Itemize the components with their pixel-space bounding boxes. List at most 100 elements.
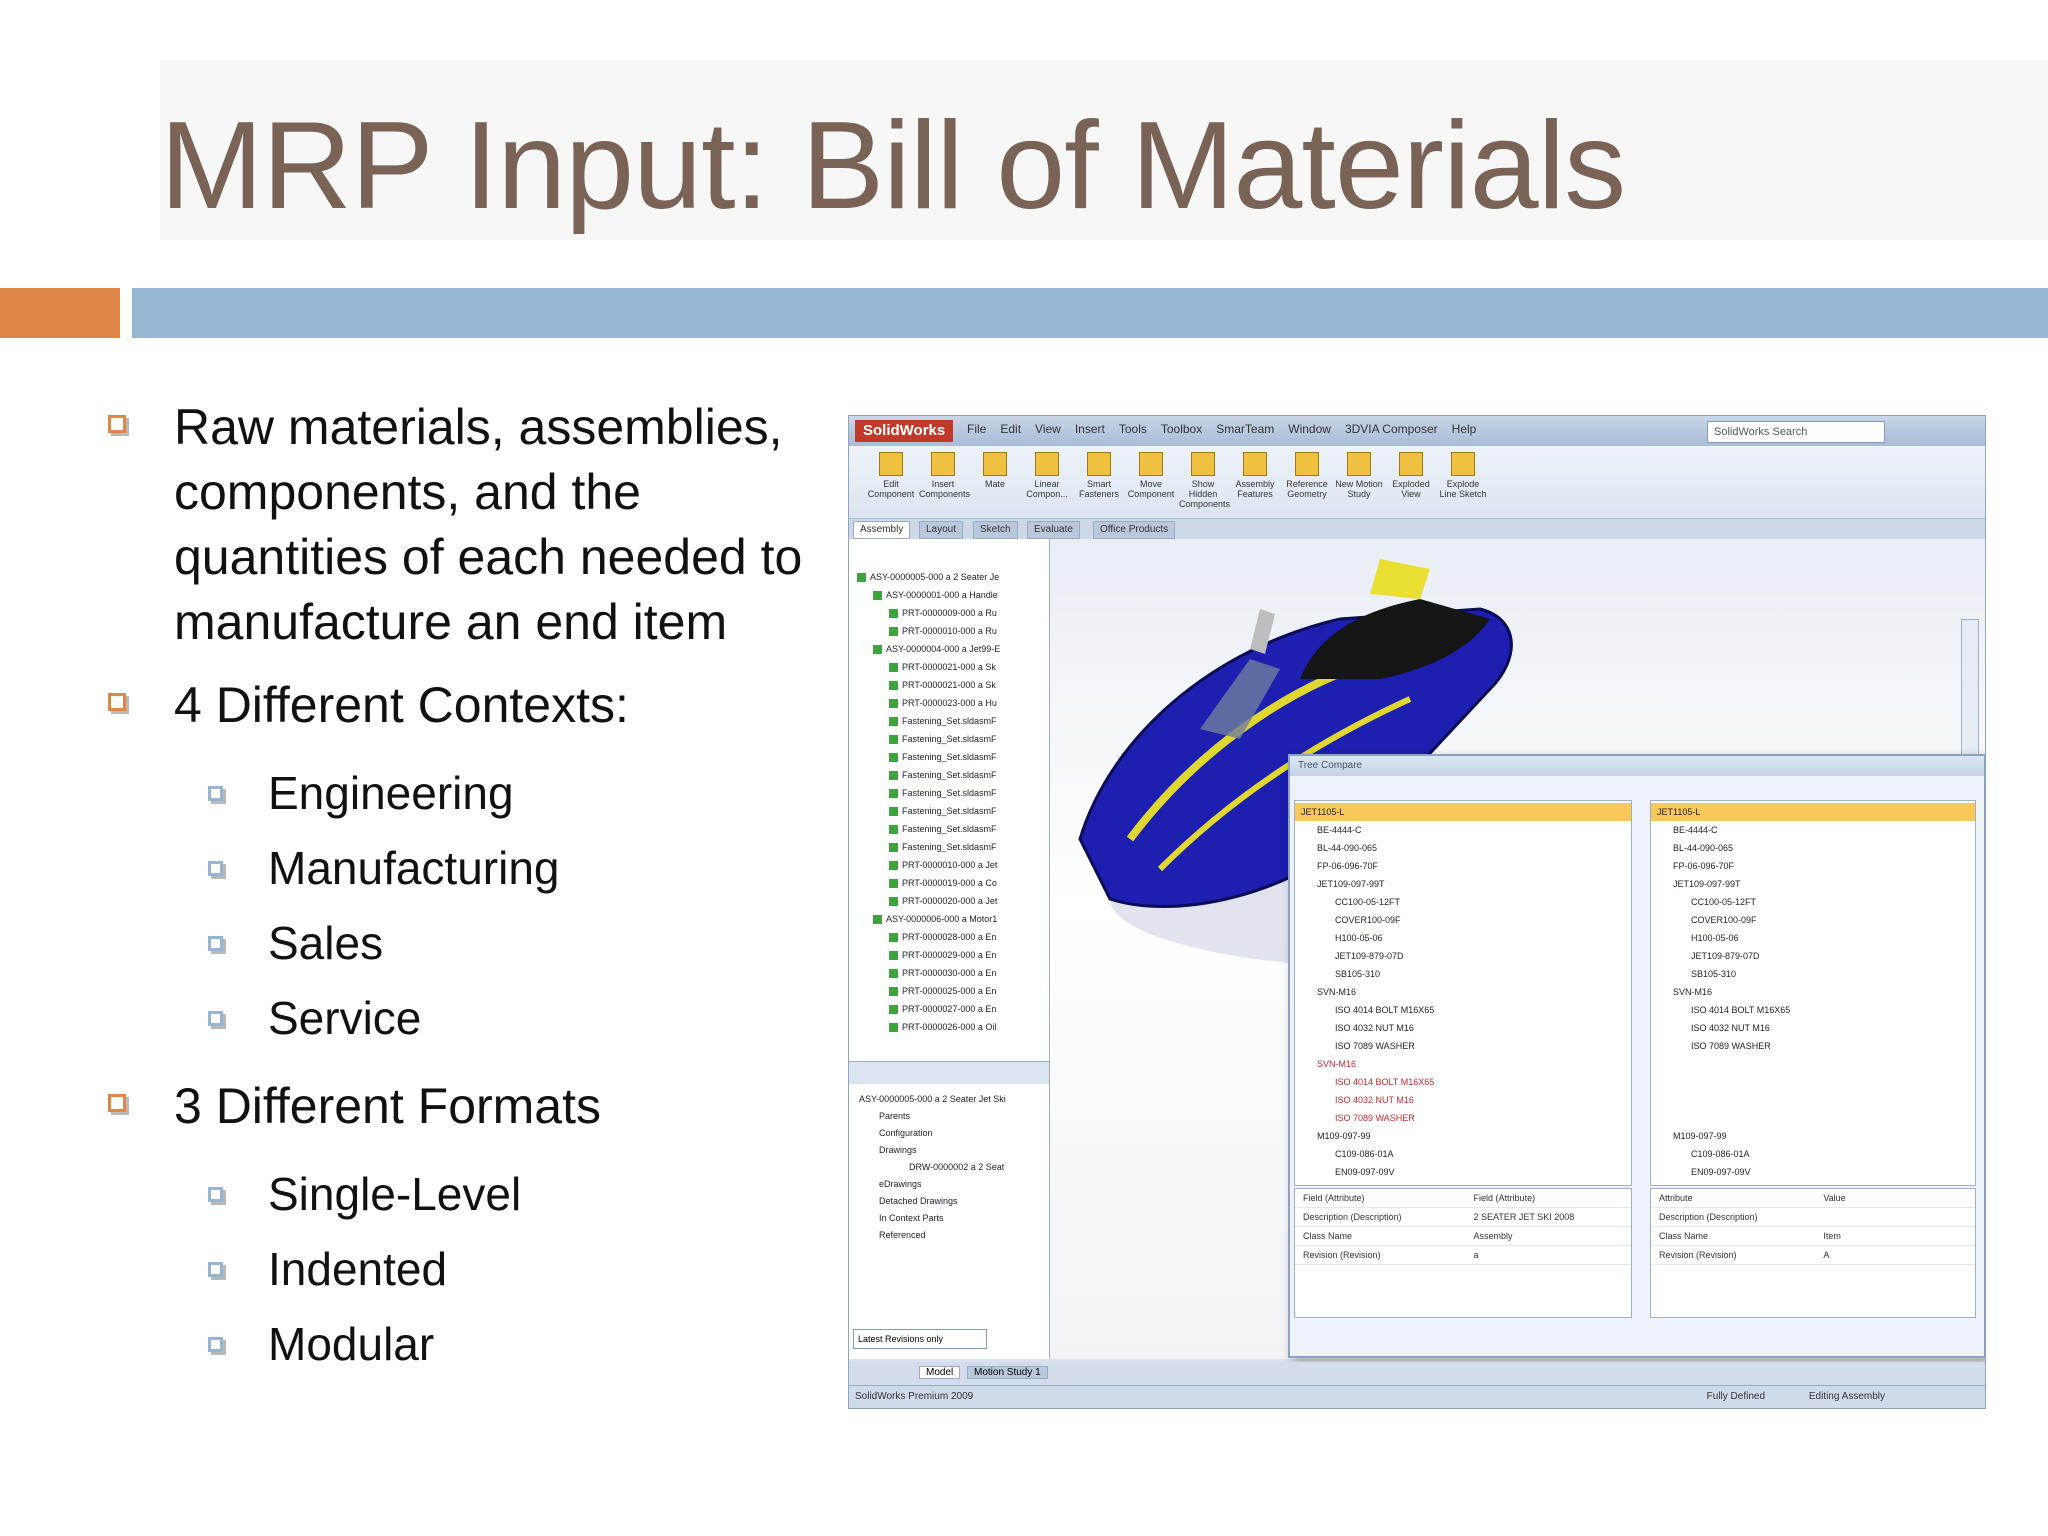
compare-row[interactable]: FP-06-096-70F [1673,861,1735,871]
tree-row[interactable]: Fastening_Set.sldasmF [889,731,997,748]
ribbon-button[interactable]: Smart Fasteners [1075,452,1123,514]
tree-row[interactable]: PRT-0000025-000 a En [889,983,996,1000]
tree-row[interactable]: PRT-0000019-000 a Co [889,875,997,892]
tree-row[interactable]: PRT-0000023-000 a Hu [889,695,997,712]
tab-sketch[interactable]: Sketch [973,521,1018,539]
compare-row[interactable]: BL-44-090-065 [1673,843,1734,853]
tab-evaluate[interactable]: Evaluate [1027,521,1080,539]
ribbon-button[interactable]: Reference Geometry [1283,452,1331,514]
tree-row[interactable]: Fastening_Set.sldasmF [889,749,997,766]
compare-row[interactable]: CC100-05-12FT [1335,897,1401,907]
tree-row[interactable]: Detached Drawings [879,1196,958,1206]
menu-item[interactable]: Help [1451,422,1477,436]
ribbon-button[interactable]: Assembly Features [1231,452,1279,514]
compare-row[interactable]: JET1105-L [1295,803,1631,821]
ribbon-button[interactable]: Linear Compon... [1023,452,1071,514]
tree-row[interactable]: ASY-0000005-000 a 2 Seater Je [857,569,999,586]
tab-motion-study[interactable]: Motion Study 1 [967,1366,1048,1379]
tree-row[interactable]: PRT-0000021-000 a Sk [889,659,996,676]
tree-row[interactable]: Configuration [879,1128,933,1138]
tab-layout[interactable]: Layout [919,521,964,539]
tab-office-products[interactable]: Office Products [1093,521,1176,539]
compare-row[interactable]: ISO 4032 NUT M16 [1691,1023,1770,1033]
compare-row[interactable]: ISO 4014 BOLT M16X65 [1335,1005,1435,1015]
tree-row[interactable]: PRT-0000028-000 a En [889,929,996,946]
search-input[interactable]: SolidWorks Search [1707,421,1885,443]
ribbon-button[interactable]: Edit Component [867,452,915,514]
menu-item[interactable]: Edit [1000,422,1022,436]
tree-row[interactable]: Referenced [879,1230,926,1240]
tree-row[interactable]: Drawings [879,1145,917,1155]
menu-item[interactable]: Tools [1118,422,1147,436]
ribbon-button[interactable]: Explode Line Sketch [1439,452,1487,514]
menu-item[interactable]: View [1035,422,1061,436]
compare-row[interactable]: JET109-097-99T [1673,879,1741,889]
compare-row[interactable]: ISO 4032 NUT M16 [1335,1023,1414,1033]
ribbon-button[interactable]: Move Component [1127,452,1175,514]
tab-model[interactable]: Model [919,1366,961,1379]
menu-item[interactable]: SmarTeam [1216,422,1275,436]
compare-row[interactable]: JET1105-L [1651,803,1975,821]
compare-row[interactable]: SVN-M16 [1317,1059,1357,1069]
compare-row[interactable]: ISO 7089 WASHER [1335,1041,1415,1051]
compare-row[interactable]: H100-05-06 [1691,933,1739,943]
tree-row[interactable]: PRT-0000029-000 a En [889,947,996,964]
compare-row[interactable]: M109-097-99 [1673,1131,1727,1141]
compare-row[interactable]: SB105-310 [1335,969,1381,979]
compare-row[interactable]: ISO 7089 WASHER [1335,1113,1415,1123]
tree-row[interactable]: DRW-0000002 a 2 Seat [909,1162,1005,1172]
tree-row[interactable]: PRT-0000027-000 a En [889,1001,996,1018]
compare-row[interactable]: SVN-M16 [1673,987,1713,997]
tree-row[interactable]: In Context Parts [879,1213,944,1223]
compare-row[interactable]: C109-086-01A [1335,1149,1394,1159]
compare-row[interactable]: M109-097-99 [1317,1131,1371,1141]
ribbon-button[interactable]: New Motion Study [1335,452,1383,514]
compare-row[interactable]: BE-4444-C [1317,825,1362,835]
tree-row[interactable]: Parents [879,1111,911,1121]
tree-row[interactable]: PRT-0000030-000 a En [889,965,996,982]
ribbon-button[interactable]: Exploded View [1387,452,1435,514]
ribbon-button[interactable]: Insert Components [919,452,970,514]
compare-row[interactable]: BE-4444-C [1673,825,1718,835]
tree-row[interactable]: Fastening_Set.sldasmF [889,767,997,784]
tab-assembly[interactable]: Assembly [853,521,911,539]
tree-row[interactable]: ASY-0000005-000 a 2 Seater Jet Ski [859,1094,1006,1104]
compare-row[interactable]: CC100-05-12FT [1691,897,1757,907]
compare-row[interactable]: FP-06-096-70F [1317,861,1379,871]
tree-row[interactable]: PRT-0000010-000 a Jet [889,857,997,874]
tree-row[interactable]: ASY-0000001-000 a Handle [873,587,998,604]
menu-item[interactable]: File [967,422,987,436]
compare-row[interactable]: EN09-097-09V [1691,1167,1751,1177]
ribbon-button[interactable]: Show Hidden Components [1179,452,1230,514]
compare-row[interactable]: ISO 4032 NUT M16 [1335,1095,1414,1105]
compare-row[interactable]: H100-05-06 [1335,933,1383,943]
compare-row[interactable]: COVER100-09F [1691,915,1757,925]
tree-row[interactable]: Fastening_Set.sldasmF [889,839,997,856]
compare-row[interactable]: JET109-097-99T [1317,879,1385,889]
tree-row[interactable]: PRT-0000009-000 a Ru [889,605,997,622]
tree-row[interactable]: Fastening_Set.sldasmF [889,785,997,802]
compare-row[interactable]: EN09-097-09V [1335,1167,1395,1177]
compare-row[interactable]: COVER100-09F [1335,915,1401,925]
compare-row[interactable]: SVN-M16 [1317,987,1357,997]
compare-row[interactable]: ISO 4014 BOLT M16X65 [1335,1077,1435,1087]
tree-row[interactable]: PRT-0000021-000 a Sk [889,677,996,694]
tree-row[interactable]: Fastening_Set.sldasmF [889,803,997,820]
menu-item[interactable]: 3DVIA Composer [1344,422,1438,436]
menu-item[interactable]: Toolbox [1160,422,1203,436]
ribbon-button[interactable]: Mate [971,452,1019,514]
tree-row[interactable]: PRT-0000020-000 a Jet [889,893,997,910]
tree-row[interactable]: ASY-0000004-000 a Jet99-E [873,641,1000,658]
tree-row[interactable]: Fastening_Set.sldasmF [889,821,997,838]
tree-row[interactable]: eDrawings [879,1179,922,1189]
compare-row[interactable]: ISO 7089 WASHER [1691,1041,1771,1051]
tree-row[interactable]: Fastening_Set.sldasmF [889,713,997,730]
compare-row[interactable]: SB105-310 [1691,969,1737,979]
compare-row[interactable]: JET109-879-07D [1691,951,1760,961]
compare-row[interactable]: C109-086-01A [1691,1149,1750,1159]
compare-row[interactable]: BL-44-090-065 [1317,843,1378,853]
tree-row[interactable]: ASY-0000006-000 a Motor1 [873,911,997,928]
compare-row[interactable]: ISO 4014 BOLT M16X65 [1691,1005,1791,1015]
tree-row[interactable]: PRT-0000010-000 a Ru [889,623,997,640]
menu-item[interactable]: Insert [1074,422,1105,436]
